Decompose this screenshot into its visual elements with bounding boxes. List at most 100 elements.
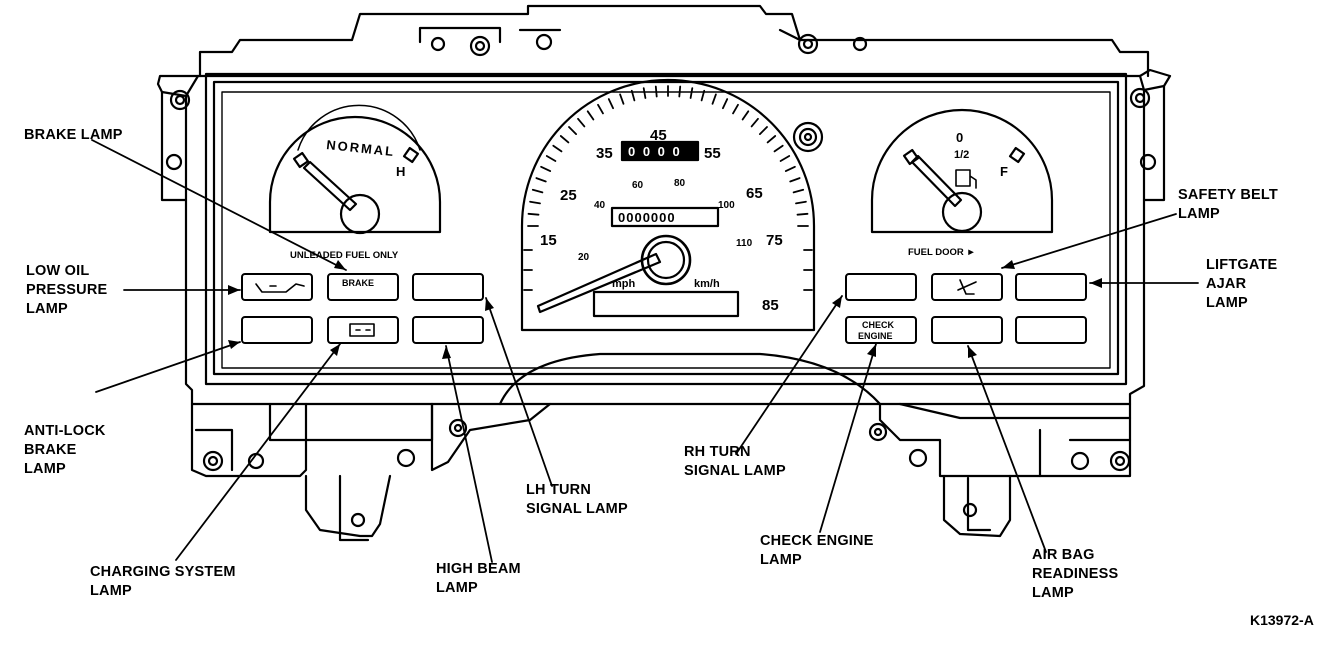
anti-lock-brake-lamp-callout: ANTI-LOCK BRAKE LAMP — [24, 423, 106, 477]
speedometer-tick — [773, 144, 784, 153]
kmh-label-110: 110 — [736, 238, 753, 249]
speedometer-tick — [527, 212, 540, 216]
fuel-door-indicator: FUEL DOOR ► — [908, 247, 976, 258]
rh-turn-signal-lamp-window — [845, 273, 917, 301]
temperature-high-mark: H — [396, 164, 405, 179]
speedometer-mph-labels: 15 25 35 45 55 65 75 85 — [540, 127, 783, 314]
temperature-needle — [302, 160, 358, 212]
rh-turn-signal-lamp-callout: RH TURN SIGNAL LAMP — [684, 444, 786, 479]
speedometer-tick — [722, 98, 729, 110]
mph-unit-label: mph — [612, 278, 636, 290]
speedometer-tick — [531, 188, 544, 194]
speedometer-tick — [741, 110, 750, 121]
trip-reset-knob — [792, 121, 824, 153]
mph-label-65: 65 — [746, 185, 763, 202]
speedometer-tick — [700, 89, 706, 102]
speedometer-tick — [792, 188, 805, 194]
fuel-half-mark: 1/2 — [954, 149, 969, 161]
kmh-label-80: 80 — [674, 178, 686, 189]
spare-lamp-window — [1015, 316, 1087, 344]
speedometer-tick — [759, 126, 768, 136]
anti-lock-brake-lamp-window — [241, 316, 313, 344]
air-bag-readiness-lamp-window — [931, 316, 1003, 344]
kmh-label-20: 20 — [578, 252, 590, 263]
low-oil-pressure-lamp-callout: LOW OIL PRESSURE LAMP — [26, 263, 108, 317]
speedometer-tick — [642, 87, 647, 99]
seat-belt-icon — [957, 279, 977, 295]
kmh-label-40: 40 — [594, 200, 606, 211]
temperature-gauge-face — [268, 115, 442, 234]
speedometer-tick — [732, 103, 739, 115]
high-beam-lamp-callout: HIGH BEAM LAMP — [436, 561, 521, 596]
speedometer-face — [520, 78, 816, 332]
speedometer-tick — [711, 93, 717, 105]
cluster-top-housing — [198, 4, 1150, 78]
warning-lamp-windows — [241, 273, 1087, 344]
mounting-holes — [165, 33, 1157, 528]
mph-label-35: 35 — [596, 145, 613, 162]
speedometer-tick — [577, 117, 586, 128]
lh-turn-signal-lamp-callout: LH TURN SIGNAL LAMP — [526, 482, 628, 517]
cluster-bezel — [204, 72, 1128, 386]
fuel-needle-hub — [941, 191, 983, 233]
leader-arrowheads — [228, 260, 1102, 359]
leader-lines — [91, 139, 1199, 563]
speedometer-kmh-labels: 20 40 60 80 100 110 — [578, 178, 753, 263]
cluster-lower-housing — [190, 402, 308, 478]
speedometer-tick — [654, 85, 658, 98]
mph-label-75: 75 — [766, 232, 783, 249]
lh-turn-signal-lamp-window — [412, 273, 484, 301]
right-mounting-bracket — [1138, 68, 1172, 92]
safety-belt-lamp-window — [931, 273, 1003, 301]
kmh-label-60: 60 — [632, 180, 644, 191]
check-engine-lamp-callout: CHECK ENGINE LAMP — [760, 533, 874, 568]
fuel-gauge-face — [870, 108, 1054, 234]
high-beam-lamp-window — [412, 316, 484, 344]
temperature-needle-hub — [339, 193, 381, 235]
speedometer-tick — [545, 155, 557, 162]
fuel-empty-mark: 0 — [956, 130, 963, 145]
speedometer-tick — [630, 89, 636, 102]
speedometer-tick — [529, 200, 541, 205]
check-engine-label-line1: CHECK — [862, 320, 895, 330]
trip-odometer-digits: 0000000 — [618, 210, 676, 225]
speedometer-tick — [766, 135, 777, 144]
odometer-window — [620, 140, 700, 162]
speedometer-needle-hub — [640, 234, 692, 286]
speedometer-tick — [619, 93, 625, 105]
mph-label-25: 25 — [560, 187, 577, 204]
speedometer-tick — [750, 117, 759, 128]
unleaded-fuel-note: UNLEADED FUEL ONLY — [290, 250, 399, 261]
oil-can-icon — [255, 283, 305, 293]
message-display-window — [592, 290, 740, 318]
liftgate-ajar-lamp-window — [1015, 273, 1087, 301]
brake-lamp-label: BRAKE — [342, 278, 374, 288]
speedometer-needle — [536, 252, 662, 314]
speedometer-tick — [586, 110, 595, 121]
air-bag-readiness-lamp-callout: AIR BAG READINESS LAMP — [1032, 547, 1119, 601]
left-mounting-bracket — [156, 74, 200, 98]
speedometer-tick-marks — [523, 85, 813, 291]
speedometer-tick — [779, 155, 791, 162]
fuel-needle — [910, 154, 963, 208]
speedometer-tick — [597, 103, 604, 115]
speedometer-tick — [552, 144, 563, 153]
temperature-arc-label: NORMAL — [326, 137, 396, 159]
figure-id: K13972-A — [1250, 612, 1314, 628]
low-oil-pressure-lamp-window — [241, 273, 313, 301]
speedometer-tick — [689, 87, 694, 99]
charging-system-lamp-callout: CHARGING SYSTEM LAMP — [90, 564, 236, 599]
odometer-digits: 0 0 0 0 — [628, 144, 682, 159]
speedometer-tick — [559, 135, 570, 144]
fuel-full-mark: F — [1000, 164, 1008, 179]
safety-belt-lamp-callout: SAFETY BELT LAMP — [1178, 187, 1278, 222]
brake-lamp-window — [327, 273, 399, 301]
speedometer-tick — [678, 85, 682, 98]
brake-lamp-callout: BRAKE LAMP — [24, 127, 123, 143]
kmh-unit-label: km/h — [694, 278, 720, 290]
speedometer-tick — [795, 200, 807, 205]
speedometer-tick — [784, 165, 796, 173]
liftgate-ajar-lamp-callout: LIFTGATE AJAR LAMP — [1206, 257, 1278, 311]
speedometer-tick — [568, 126, 577, 136]
